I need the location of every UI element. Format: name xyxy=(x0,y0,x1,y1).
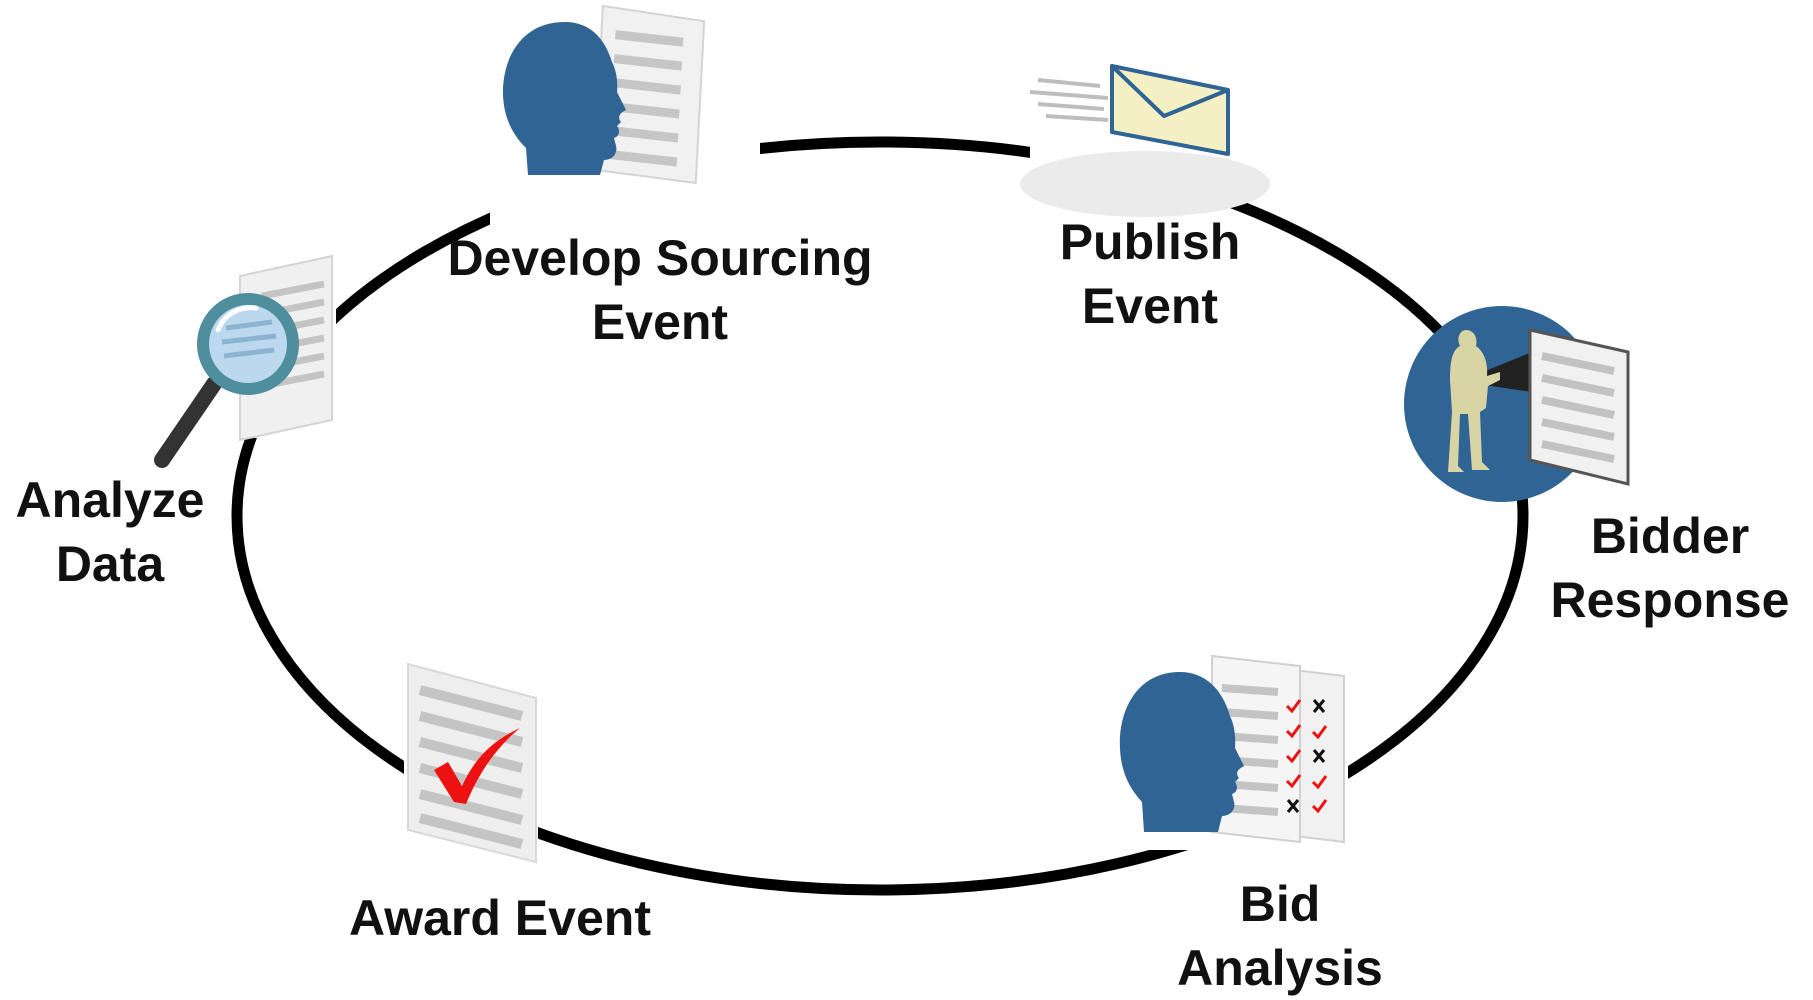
step-label-bid-analysis: Bid Analysis xyxy=(1130,872,1430,1000)
label-line: Bid xyxy=(1239,876,1321,932)
label-line: Response xyxy=(1550,572,1790,628)
person-presenting-icon xyxy=(1404,306,1630,502)
envelope-icon xyxy=(1020,55,1270,217)
label-line: Bidder xyxy=(1590,508,1750,564)
step-label-publish-event: Publish Event xyxy=(1010,210,1290,338)
head-with-checklist-icon xyxy=(1108,654,1348,850)
label-line: Data xyxy=(55,536,165,592)
label-line: Analyze xyxy=(15,472,205,528)
step-label-develop-sourcing-event: Develop Sourcing Event xyxy=(410,226,910,354)
label-line: Event xyxy=(591,294,729,350)
label-line: Award Event xyxy=(349,890,651,946)
checked-document-icon xyxy=(404,662,538,864)
label-line: Develop Sourcing xyxy=(447,230,873,286)
label-line: Publish xyxy=(1059,214,1241,270)
head-with-document-icon xyxy=(490,4,760,230)
step-label-award-event: Award Event xyxy=(310,886,690,950)
cycle-ring xyxy=(231,136,1529,896)
label-line: Analysis xyxy=(1177,940,1383,996)
label-line: Event xyxy=(1081,278,1219,334)
step-label-analyze-data: Analyze Data xyxy=(0,468,220,596)
step-label-bidder-response: Bidder Response xyxy=(1520,504,1813,632)
magnifier-document-icon xyxy=(154,254,336,468)
